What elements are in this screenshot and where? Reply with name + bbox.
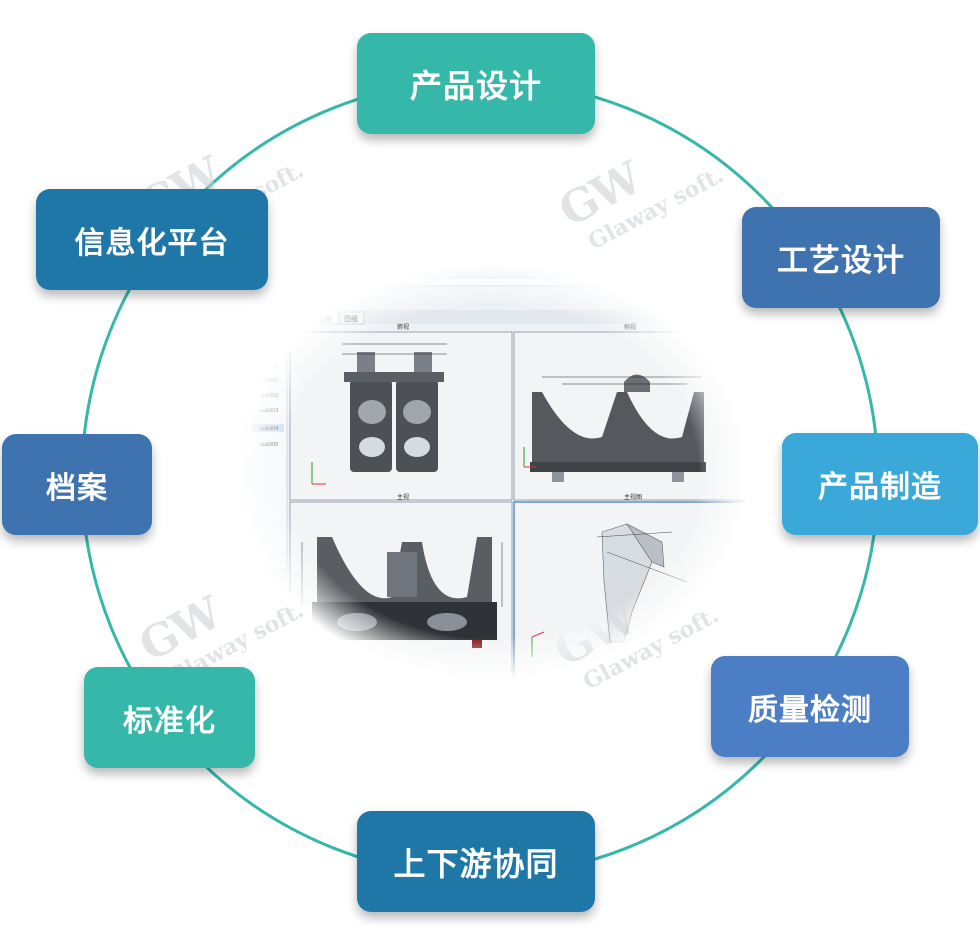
cad-tab-drawing: 图纸 <box>344 314 358 323</box>
svg-text:sub003: sub003 <box>260 408 279 414</box>
cad-side-view <box>523 374 706 482</box>
node-process-design-label: 工艺设计 <box>777 243 905 279</box>
node-standardization[interactable]: 标准化 <box>84 667 255 768</box>
node-product-manufacturing[interactable]: 产品制造 <box>782 433 978 535</box>
node-supply-chain-collaboration-label: 上下游协同 <box>393 844 559 883</box>
svg-text:sub001: sub001 <box>260 378 279 384</box>
cad-screenshot: 模型 图纸 零件名 sub001 sub002 sub003 sub004 su… <box>232 262 752 682</box>
cad-tab-model: 模型 <box>318 314 332 323</box>
svg-text:主视图: 主视图 <box>624 493 642 501</box>
node-standardization-label: 标准化 <box>123 703 216 739</box>
svg-text:sub005: sub005 <box>260 442 279 448</box>
svg-text:俯视: 俯视 <box>397 323 409 331</box>
node-archives[interactable]: 档案 <box>2 434 152 535</box>
svg-text:sub002: sub002 <box>260 393 279 399</box>
cad-top-view <box>311 343 447 485</box>
cad-front-view <box>301 537 503 648</box>
cad-iso-view <box>531 523 688 657</box>
node-archives-label: 档案 <box>46 470 108 506</box>
node-process-design[interactable]: 工艺设计 <box>742 207 940 308</box>
node-product-design[interactable]: 产品设计 <box>357 33 595 134</box>
node-supply-chain-collaboration[interactable]: 上下游协同 <box>357 811 595 912</box>
node-info-platform-label: 信息化平台 <box>74 225 230 261</box>
svg-text:主视: 主视 <box>397 493 409 501</box>
node-product-design-label: 产品设计 <box>409 66 542 105</box>
svg-text:sub004: sub004 <box>260 426 279 432</box>
svg-text:侧视: 侧视 <box>624 323 636 331</box>
node-quality-inspection[interactable]: 质量检测 <box>711 656 909 757</box>
node-info-platform[interactable]: 信息化平台 <box>36 189 268 290</box>
node-quality-inspection-label: 质量检测 <box>748 692 872 728</box>
node-product-manufacturing-label: 产品制造 <box>818 470 942 505</box>
svg-text:零件名: 零件名 <box>260 361 278 369</box>
